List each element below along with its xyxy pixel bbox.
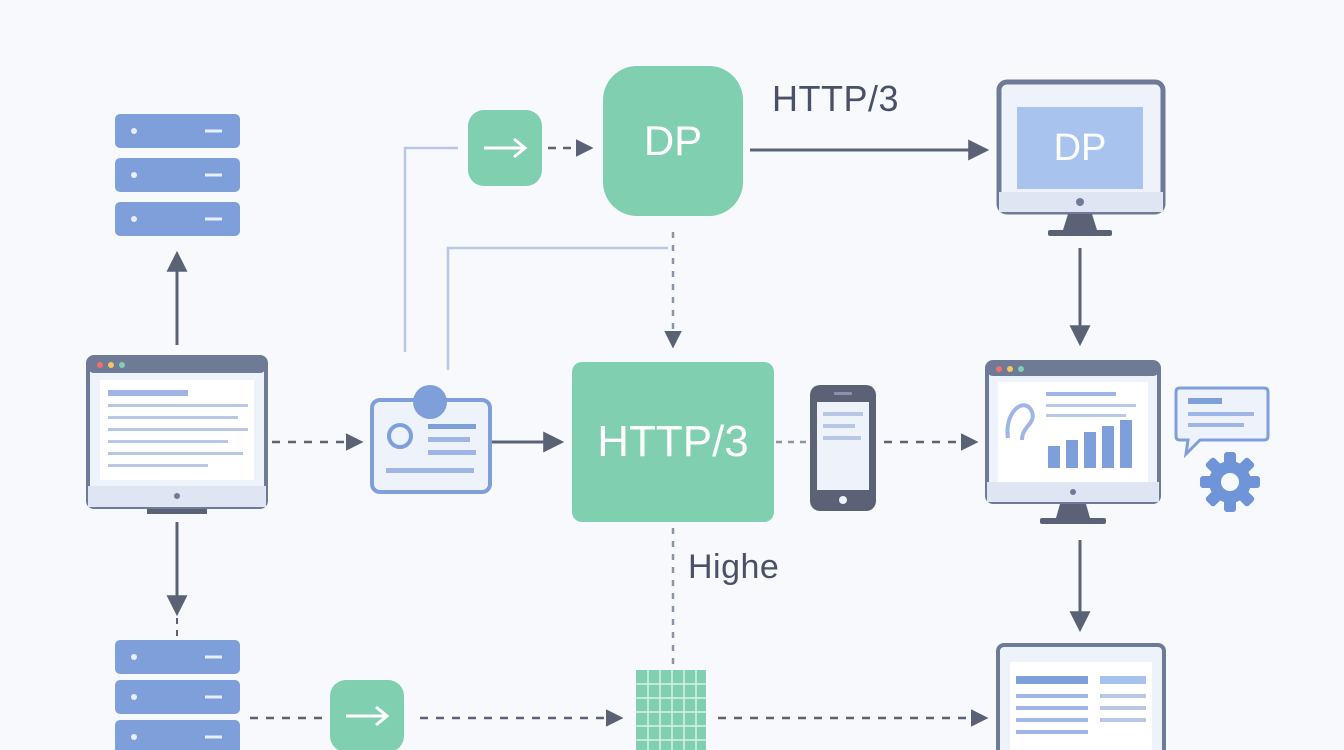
dashboard-monitor-icon xyxy=(985,360,1161,524)
http3-node-label: HTTP/3 xyxy=(597,417,749,466)
monitor-screen-label: DP xyxy=(1053,126,1107,169)
bottom-label: Highe xyxy=(688,548,780,586)
desktop-monitor-icon xyxy=(86,355,268,514)
connectors xyxy=(166,139,1091,727)
dp-node xyxy=(603,66,743,216)
document-monitor-icon xyxy=(996,643,1166,750)
arrow-right-icon xyxy=(330,680,404,750)
desktop-monitor-icon xyxy=(996,79,1166,236)
server-stack-icon xyxy=(115,640,240,750)
top-protocol-label: HTTP/3 xyxy=(772,78,900,119)
connector-card-to-top-dp xyxy=(446,246,668,370)
id-card-icon xyxy=(370,385,492,494)
chat-bubble-icon xyxy=(1174,386,1270,459)
arrow-right-icon xyxy=(468,110,542,186)
connector-card-to-top-arrow xyxy=(403,146,458,352)
http3-node xyxy=(572,362,774,522)
grid-table-icon xyxy=(636,670,706,750)
gear-icon xyxy=(1200,452,1260,512)
dp-node-label: DP xyxy=(643,117,703,164)
smartphone-icon xyxy=(810,385,876,511)
server-stack-icon xyxy=(115,114,240,236)
